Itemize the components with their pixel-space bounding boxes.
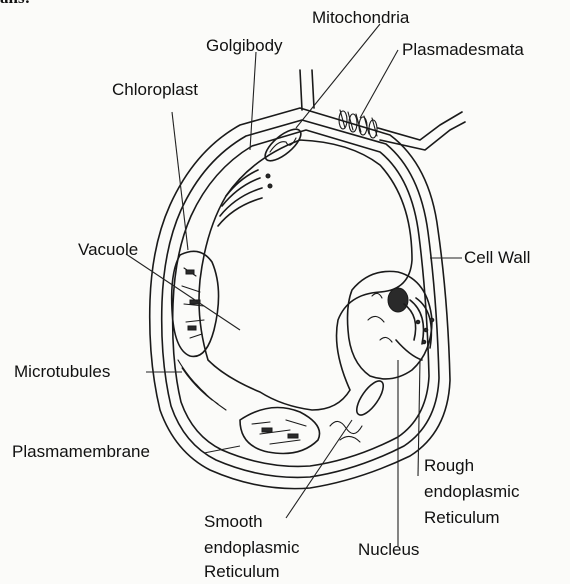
- label-plasmamembrane: Plasmamembrane: [12, 442, 150, 462]
- chloroplast-left: [172, 251, 219, 356]
- label-smooth-er-line2: endoplasmic: [204, 538, 299, 558]
- nucleus-drawing: [348, 271, 433, 379]
- leader-lines: [126, 24, 462, 546]
- golgi-body-drawing: [218, 170, 272, 226]
- smooth-er-drawing: [330, 421, 362, 442]
- label-golgibody: Golgibody: [206, 36, 283, 56]
- header-fragment: ans:: [0, 0, 30, 8]
- label-nucleus: Nucleus: [358, 540, 419, 560]
- microtubules-drawing: [178, 360, 226, 410]
- label-smooth-er-line1: Smooth: [204, 512, 263, 532]
- plasmadesmata-drawing: [339, 110, 377, 138]
- chloroplast-bottom: [240, 408, 320, 454]
- label-microtubules: Microtubules: [14, 362, 110, 382]
- label-plasmadesmata: Plasmadesmata: [402, 40, 524, 60]
- label-vacuole: Vacuole: [78, 240, 138, 260]
- label-rough-er-line3: Reticulum: [424, 508, 500, 528]
- vacuole-membrane: [199, 140, 412, 410]
- label-cell-wall: Cell Wall: [464, 248, 530, 268]
- neighbor-cell-wall-left: [300, 70, 314, 110]
- label-mitochondria: Mitochondria: [312, 8, 409, 28]
- neighbor-cell-wall-right: [378, 112, 465, 150]
- label-smooth-er-line3: Reticulum: [204, 562, 280, 582]
- mitochondrion-bottom: [352, 377, 388, 419]
- label-rough-er-line1: Rough: [424, 456, 474, 476]
- label-chloroplast: Chloroplast: [112, 80, 198, 100]
- label-rough-er-line2: endoplasmic: [424, 482, 519, 502]
